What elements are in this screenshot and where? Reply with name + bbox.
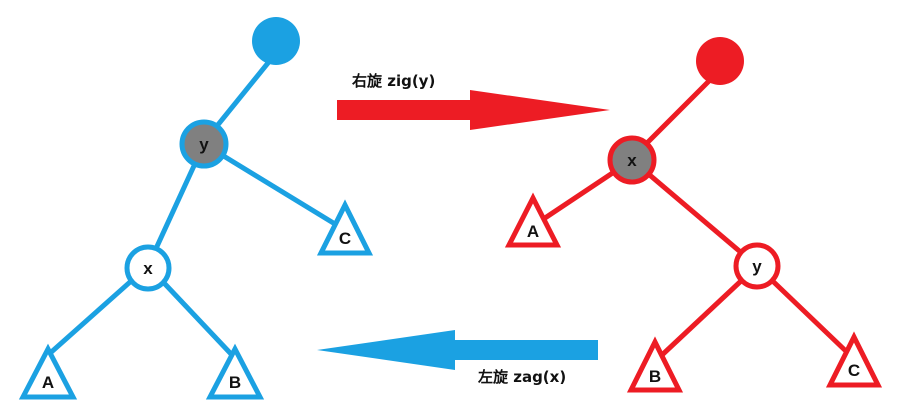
right-edge-x-y: [630, 158, 759, 268]
left-subtree-c: [316, 199, 374, 256]
right-subtree-b: [626, 336, 684, 393]
left-node-x-label: x: [143, 259, 153, 278]
left-edge-y-c: [202, 141, 337, 227]
right-node-x-label: x: [627, 151, 637, 170]
right-node-y: [733, 242, 781, 290]
right-subtree-c: [825, 331, 883, 388]
left-subtree-b: [205, 343, 265, 400]
left-subtree-a: [18, 343, 78, 400]
left-rotation-label: 左旋 zag(x): [477, 368, 566, 386]
left-subtree-b-label: B: [229, 373, 241, 392]
right-node-y-label: y: [752, 257, 762, 276]
left-tree: [46, 56, 337, 357]
right-rotation-arrow: [337, 90, 610, 130]
left-subtree-c-label: C: [339, 229, 351, 248]
left-node-y-label: y: [199, 135, 209, 154]
left-node-x: [124, 244, 172, 292]
right-subtree-a: [504, 192, 562, 248]
right-tree: [543, 76, 852, 357]
left-rotation-arrow: [317, 330, 598, 370]
right-subtree-c-label: C: [848, 361, 860, 380]
left-root-node: [252, 17, 300, 65]
right-subtree-a-label: A: [527, 222, 539, 241]
left-node-y: [179, 119, 229, 169]
right-root-node: [696, 37, 744, 85]
right-subtree-b-label: B: [649, 367, 661, 386]
right-node-x: [607, 135, 657, 185]
right-rotation-label: 右旋 zig(y): [352, 72, 435, 90]
left-subtree-a-label: A: [42, 373, 54, 392]
